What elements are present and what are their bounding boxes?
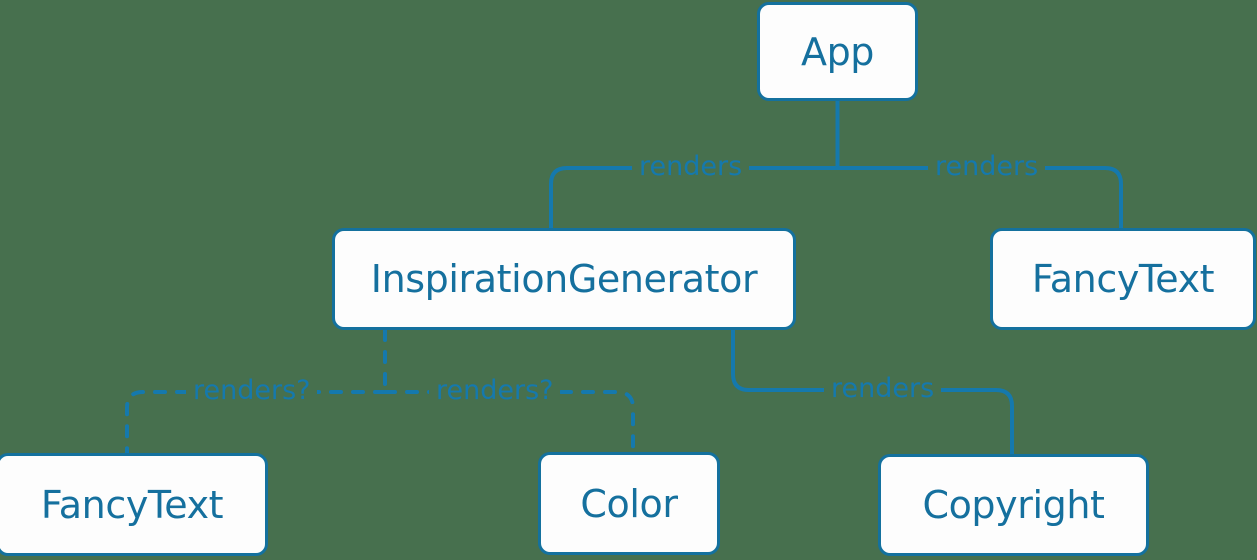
edge-label-app-to-inspirationgenerator: renders [632,153,750,180]
node-fancytext-left[interactable]: FancyText [0,453,268,556]
edge-inspirationgenerator-to-fancytext [125,390,387,455]
edge-label-inspirationgenerator-to-color: renders? [429,377,561,404]
node-app-label: App [800,29,875,74]
edge-label-inspirationgenerator-to-copyright: renders [824,375,942,402]
node-fancytext-right-label: FancyText [1031,257,1215,301]
edge-inspirationgenerator-to-color [383,390,635,454]
edge-app-to-fancytext [835,166,1123,230]
node-inspirationgenerator[interactable]: InspirationGenerator [332,228,796,330]
edge-app-to-inspirationgenerator [549,166,840,230]
node-color[interactable]: Color [538,452,720,555]
node-copyright-label: Copyright [922,483,1105,527]
node-fancytext-left-label: FancyText [40,482,224,527]
node-copyright[interactable]: Copyright [878,454,1149,556]
node-fancytext-right[interactable]: FancyText [990,228,1256,330]
edge-label-inspirationgenerator-to-fancytext: renders? [186,377,318,404]
edge-label-app-to-fancytext: renders [928,153,1046,180]
node-app[interactable]: App [757,2,918,101]
node-color-label: Color [580,481,678,526]
node-inspirationgenerator-label: InspirationGenerator [370,257,758,301]
